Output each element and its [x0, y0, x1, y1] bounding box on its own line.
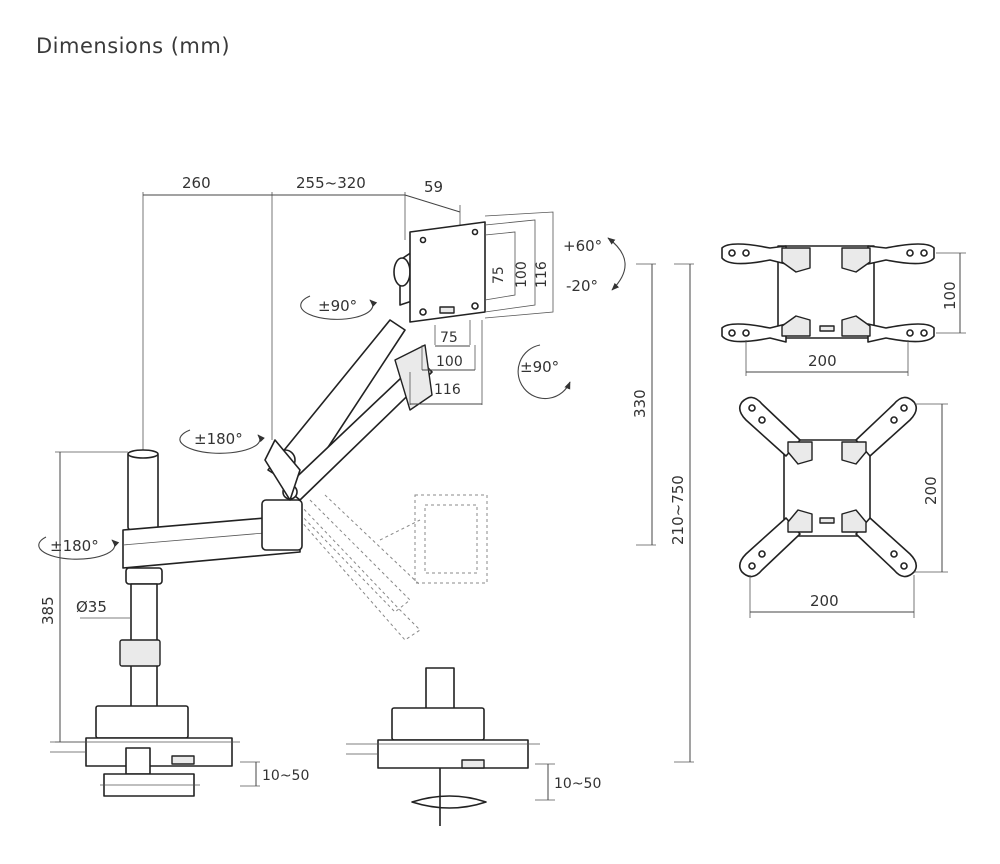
tilt-up-label: +60°: [563, 237, 602, 255]
svg-text:200: 200: [808, 352, 837, 370]
svg-text:330: 330: [631, 389, 649, 418]
pole-swivel-badge: ±180°: [38, 536, 120, 560]
monitor-arm: [119, 221, 486, 713]
svg-text:200: 200: [810, 592, 839, 610]
desk-clamp: [50, 705, 240, 797]
total-height-dim: 210~750: [669, 263, 694, 763]
tilt-down-label: -20°: [566, 277, 598, 295]
adapter-200x200-dims: 200 200: [749, 403, 948, 618]
svg-text:385: 385: [39, 596, 57, 625]
svg-text:10~50: 10~50: [262, 768, 309, 784]
adapter-200x200: [738, 396, 918, 578]
height-range-dim: 330: [631, 263, 656, 546]
adapter-200x100-dims: 200 100: [745, 252, 966, 376]
vesa-horizontal-dims: 75 100 116: [409, 320, 483, 405]
dim-260: 260: [182, 174, 211, 192]
head-swivel-badge: ±90°: [300, 295, 378, 320]
elbow-swivel-badge: ±180°: [179, 429, 265, 454]
adapter-200x100: [721, 243, 935, 343]
pole-diameter-label: Ø35: [76, 598, 107, 616]
svg-text:100: 100: [941, 281, 959, 310]
vesa-100-vertical: 100: [514, 261, 530, 288]
svg-text:±90°: ±90°: [318, 297, 357, 315]
svg-text:±90°: ±90°: [520, 358, 559, 376]
top-dimensions: 260 255~320 59: [142, 174, 461, 452]
grommet-thickness-dim: 10~50: [535, 763, 601, 801]
vesa-75-horizontal: 75: [440, 330, 458, 346]
svg-text:±180°: ±180°: [50, 537, 99, 555]
vesa-100-horizontal: 100: [436, 354, 463, 370]
clamp-thickness-dim: 10~50: [240, 761, 309, 787]
rotate-badge: ±90°: [517, 344, 571, 400]
vesa-outline: 75 100 116: [484, 211, 554, 319]
dim-59: 59: [424, 178, 443, 196]
svg-text:10~50: 10~50: [554, 776, 601, 792]
svg-text:±180°: ±180°: [194, 430, 243, 448]
svg-text:200: 200: [922, 476, 940, 505]
tilt-indicator: +60° -20°: [563, 237, 626, 295]
grommet-mount: [346, 667, 540, 826]
vesa-116-horizontal: 116: [434, 382, 461, 398]
page-title: Dimensions (mm): [36, 34, 231, 58]
ghost-arm-position: [297, 494, 488, 641]
vesa-116-vertical: 116: [534, 261, 550, 288]
svg-text:210~750: 210~750: [669, 475, 687, 545]
vesa-75-vertical: 75: [491, 266, 507, 284]
pole-height-dim: 385 Ø35: [39, 451, 131, 743]
dim-255-320: 255~320: [296, 174, 366, 192]
